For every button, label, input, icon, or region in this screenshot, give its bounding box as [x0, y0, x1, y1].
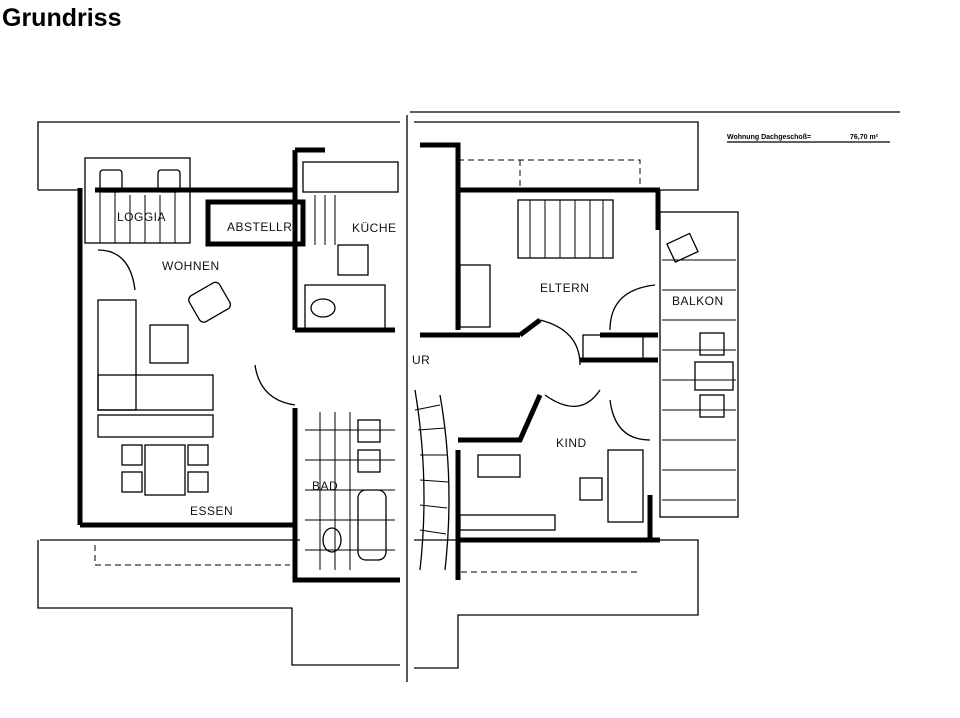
roof-outline-left	[37, 121, 400, 666]
room-label-flur: UR	[412, 353, 430, 367]
room-label-kueche: KÜCHE	[352, 221, 397, 235]
area-value: 76,70 m²	[850, 134, 879, 141]
page-title: Grundriss	[2, 4, 122, 32]
room-label-essen: ESSEN	[190, 504, 233, 518]
walls-inner	[295, 318, 658, 443]
room-label-balkon: BALKON	[672, 294, 724, 308]
area-label: Wohnung Dachgeschoß=	[727, 134, 811, 141]
room-label-bad: BAD	[312, 479, 338, 493]
room-label-abstellraum: ABSTELLR.	[227, 220, 296, 234]
room-label-kind: KIND	[556, 436, 587, 450]
room-label-eltern: ELTERN	[540, 281, 589, 295]
room-label-loggia: LOGGIA	[117, 210, 166, 224]
room-label-wohnen: WOHNEN	[162, 259, 220, 273]
walls-right	[420, 142, 661, 580]
walls-left	[77, 147, 400, 583]
